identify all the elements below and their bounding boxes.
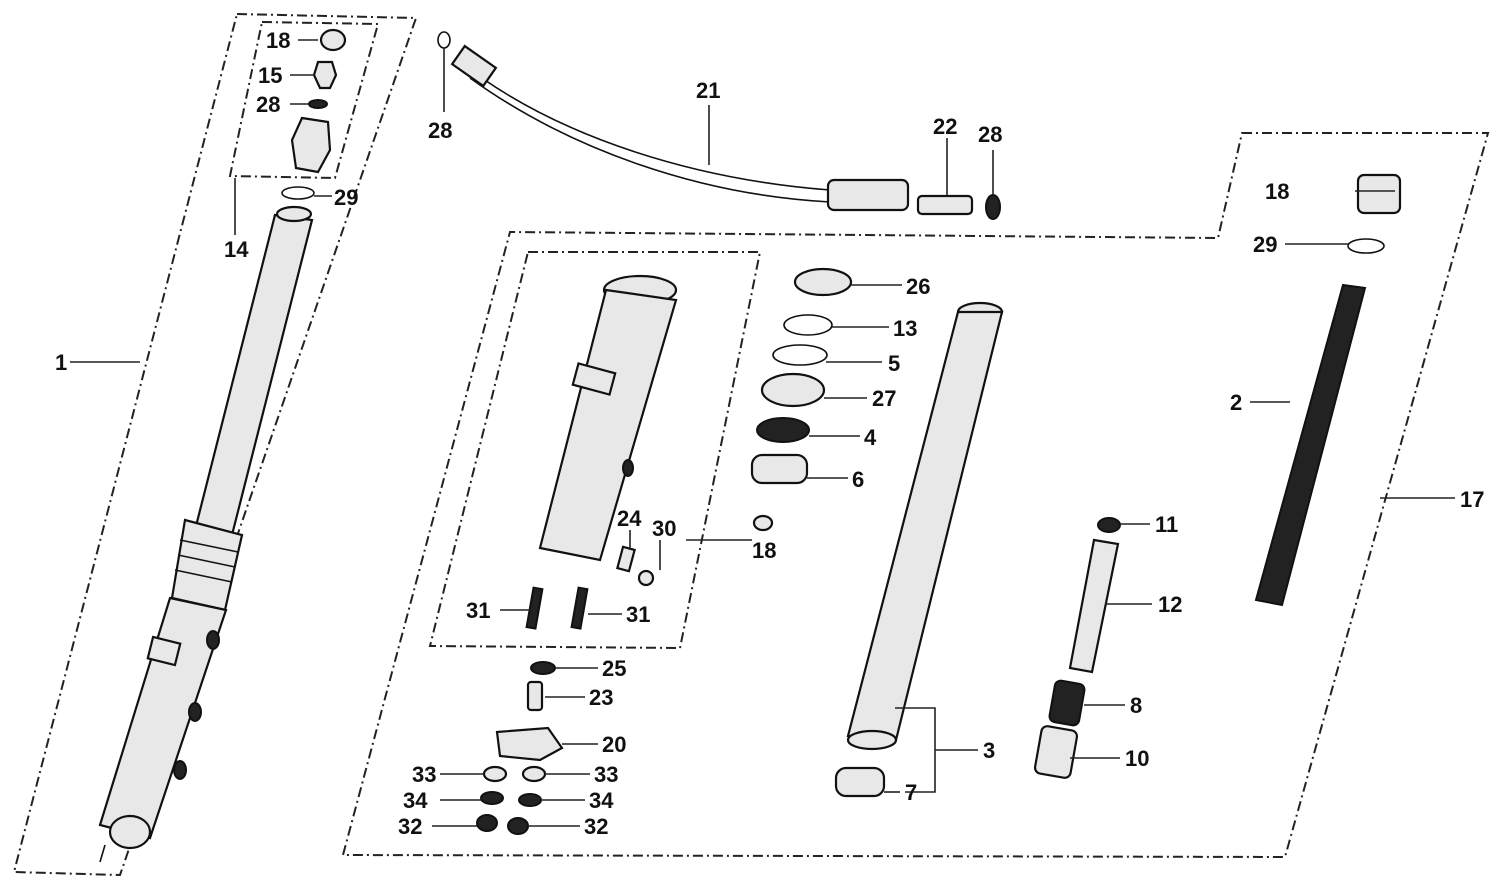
damper-rod-part [1068,538,1120,674]
stopper-ring-part [783,314,833,336]
fork-spring-part [1254,283,1367,607]
callout-18-top: 18 [266,28,290,53]
callout-8: 8 [1130,693,1142,718]
cap-nut-part [319,28,347,52]
slider-bushing-part [756,417,810,443]
callout-7: 7 [905,780,917,805]
slider-bolt-part [616,545,636,573]
callout-34-left: 34 [403,788,428,813]
air-valve-part [312,60,338,90]
dust-seal-part [793,267,853,297]
callout-23: 23 [589,685,613,710]
callout-6: 6 [852,467,864,492]
hose-fitting-part [916,194,974,216]
callout-33-right: 33 [594,762,618,787]
callout-17: 17 [1460,487,1484,512]
callout-13: 13 [893,316,917,341]
washer-33-left-part [482,765,508,783]
callout-33-left: 33 [412,762,436,787]
callout-2: 2 [1230,390,1242,415]
oil-lock-piece-part [1033,725,1079,779]
callout-15: 15 [258,63,282,88]
callout-11: 11 [1155,512,1178,537]
washer-33-right-part [521,765,547,783]
inner-parts-frame [341,132,1490,859]
callout-18-right: 18 [1265,179,1289,204]
fork-bolt-18-part [1356,173,1402,215]
rebound-spring-part [1097,517,1121,533]
callout-34-right: 34 [589,788,614,813]
fork-tube-part [846,301,1004,751]
callout-10: 10 [1125,746,1149,771]
fork-slider-part [538,274,678,562]
piston-ring-part [1048,679,1086,727]
callout-31-left: 31 [466,598,490,623]
tube-bushing-part [834,766,886,798]
fork-assembly-frame [12,12,418,877]
callout-5: 5 [888,351,900,376]
callout-22: 22 [933,114,957,139]
nut-32-left-part [476,814,498,832]
bolt-23-part [526,680,544,712]
callout-29-right: 29 [1253,232,1277,257]
nut-32-right-part [507,817,529,835]
o-ring-29-right-part [1347,238,1385,254]
o-ring-29-part [281,186,315,200]
washer-34-left-part [480,791,504,805]
callout-14: 14 [224,237,249,262]
callout-32-right: 32 [584,814,608,839]
back-up-ring-part [772,344,828,366]
callout-29-left: 29 [334,185,358,210]
washer-34-right-part [518,793,542,807]
callout-1: 1 [55,350,67,375]
callout-28-hose: 28 [428,118,452,143]
slider-screw-part [637,569,655,587]
callout-30: 30 [652,516,676,541]
callout-24: 24 [617,506,642,531]
washer-25-part [530,661,556,675]
axle-holder-part [495,726,564,762]
callout-27: 27 [872,386,896,411]
callout-18-slider: 18 [752,538,776,563]
slider-subgroup-frame [428,251,762,650]
cap-18-small-part [752,514,774,532]
callout-4: 4 [864,425,877,450]
callout-28-fitting: 28 [978,122,1002,147]
callout-20: 20 [602,732,626,757]
callout-12: 12 [1158,592,1182,617]
stud-bolt-right-part [570,586,589,630]
oil-seal-part [760,372,826,408]
top-bolt-subgroup-frame [228,20,380,180]
callout-25: 25 [602,656,626,681]
callout-28-top: 28 [256,92,280,117]
fitting-o-ring-part [985,194,1001,220]
fork-cap-bolt-part [290,116,332,174]
o-ring-small-part [308,99,328,109]
callout-31-right: 31 [626,602,650,627]
stud-bolt-left-part [525,586,544,630]
air-hose-part [437,31,910,212]
guide-bushing-part [750,453,809,485]
fork-leg-assembly [98,205,314,863]
callout-26: 26 [906,274,930,299]
leader-lines [70,39,1455,827]
callout-21: 21 [696,78,720,103]
callout-32-left: 32 [398,814,422,839]
callout-3: 3 [983,738,995,763]
